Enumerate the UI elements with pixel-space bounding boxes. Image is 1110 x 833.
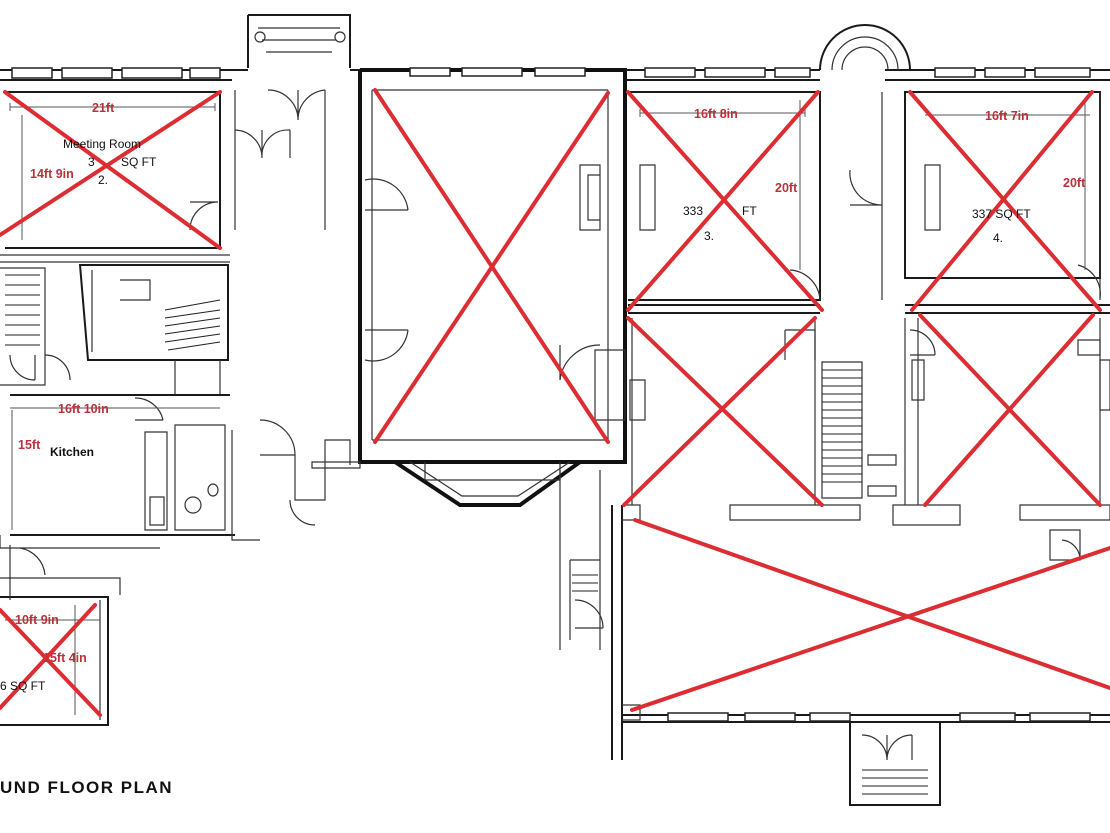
crossed-out-marks — [0, 88, 1110, 717]
cross-meeting-room-b — [0, 90, 222, 237]
kitchen-width: 16ft 10in — [58, 402, 109, 416]
cross-small-room-a — [0, 608, 102, 717]
room-3-number: 3. — [704, 229, 714, 243]
cross-lower-mid-a — [626, 316, 824, 507]
meeting-room-area: 3 — [88, 155, 95, 169]
kitchen-name: Kitchen — [50, 445, 94, 459]
small-room-width: 10ft 9in — [15, 613, 59, 627]
room-4-area: 337 SQ FT — [972, 207, 1031, 221]
stair-mid — [821, 361, 863, 499]
cross-room-4-a — [908, 90, 1102, 312]
room-3-area: 333 — [683, 204, 703, 218]
room-3-area-tail: FT — [742, 204, 757, 218]
room-3-width: 16ft 8in — [694, 107, 738, 121]
dimension-lines — [5, 100, 1090, 715]
cross-central-b — [373, 91, 610, 444]
small-room-area: 6 SQ FT — [0, 679, 46, 693]
meeting-room-width: 21ft — [92, 101, 115, 115]
stair-service — [164, 299, 221, 351]
cross-small-room-b — [0, 603, 97, 710]
cross-meeting-room-a — [3, 90, 222, 250]
cross-room-4-b — [910, 90, 1094, 312]
cross-lower-right-b — [923, 313, 1095, 507]
room-3-height: 20ft — [775, 181, 798, 195]
meeting-room-number: 2. — [98, 173, 108, 187]
labels: 21ft Meeting Room 3 SQ FT 2. 14ft 9in 16… — [0, 101, 1086, 797]
small-room-height: 15ft 4in — [43, 651, 87, 665]
walls — [0, 14, 1110, 806]
cross-large-room-a — [633, 518, 1110, 690]
meeting-room-area-tail: SQ FT — [121, 155, 157, 169]
room-4-width: 16ft 7in — [985, 109, 1029, 123]
plan-title: UND FLOOR PLAN — [0, 778, 173, 797]
cross-room-3-b — [626, 90, 820, 312]
room-4-height: 20ft — [1063, 176, 1086, 190]
cross-lower-mid-b — [622, 316, 817, 507]
cross-large-room-b — [630, 546, 1110, 712]
meeting-room-name: Meeting Room — [63, 137, 141, 151]
room-4-number: 4. — [993, 231, 1003, 245]
stair-left — [0, 267, 71, 386]
meeting-room-height: 14ft 9in — [30, 167, 74, 181]
kitchen-height: 15ft — [18, 438, 41, 452]
